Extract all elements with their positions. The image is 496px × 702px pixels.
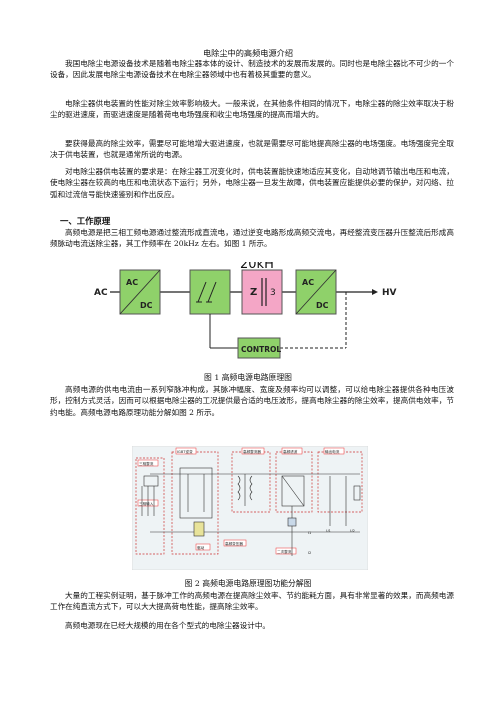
label-igbt-inverter: IGBT逆变 (177, 449, 193, 454)
block1-ac-label: AC (126, 278, 138, 287)
paragraph-7: 大量的工程实例证明，基于脉冲工作的高频电源在提高除尘效率、节约能耗方面，具有非常… (50, 591, 454, 612)
block4-dc-label: DC (316, 301, 329, 310)
label-u2: U2 (350, 529, 355, 533)
paragraph-1: 我国电除尘电源设备技术是随着电除尘器本体的设计、制造技术的发展而发展的。同时也是… (50, 59, 454, 80)
label-output-current: 输出电流 (325, 449, 340, 454)
label-i2: I2 (308, 551, 311, 555)
paragraph-2: 电除尘器供电装置的性能对除尘效率影响极大。一般来说，在其他条件相同的情况下，电除… (50, 99, 454, 120)
figure-2-caption: 图 2 高频电源电路原理图功能分解图 (184, 579, 312, 588)
paragraph-5: 高频电源是把三相工频电源通过整流形成直流电，通过逆变电路形成高频交流电，再经整流… (50, 228, 454, 249)
label-three-phase-input: 三相输入 (139, 501, 154, 506)
label-hf-filter: 高频滤波 (283, 449, 298, 454)
control-label: CONTROL (241, 345, 281, 354)
output-arrow (372, 289, 378, 295)
frequency-label: 20kH (240, 262, 274, 272)
paragraph-4: 对电除尘器供电装置的要求是：在除尘器工况变化时，供电装置能快速地适应其变化，自动… (50, 167, 454, 199)
paragraph-8: 高频电源现在已经大规模的用在各个型式的电除尘器设计中。 (65, 621, 271, 630)
label-three-phase-rectifier: 三相整流 (139, 461, 154, 466)
control-block: CONTROL (237, 337, 281, 359)
circuit-wiring (141, 467, 361, 556)
figure-1-caption: 图 1 高频电源电路原理图 (204, 373, 292, 382)
ac-input-label: AC (94, 288, 108, 298)
label-u1: U1 (326, 529, 331, 533)
paragraph-3: 要获得最高的除尘效率，需要尽可能地增大驱进速度，也就是需要尽可能地提高除尘器的电… (50, 139, 454, 160)
inverter-switch-block (189, 269, 231, 315)
label-hf-transformer: 高频变压器 (225, 541, 243, 546)
svg-text:Z: Z (250, 287, 257, 298)
figure-2-functional-decomposition: 三相整流 IGBT逆变 高频整流器 高频滤波 输出电流 三相输入 高频变压器 驱… (132, 446, 368, 570)
label-i1: I1 (308, 531, 311, 535)
document-title: 电除尘中的高频电源介绍 (202, 48, 294, 58)
figure-1-circuit-diagram: AC HV AC DC Z 3 20kH (94, 262, 397, 359)
hf-transformer-block: Z 3 (241, 269, 283, 315)
hv-output-label: HV (382, 288, 397, 298)
section-heading-working-principle: 一、工作原理 (60, 216, 111, 226)
ac-dc-rectifier-block: AC DC (119, 269, 161, 315)
block4-ac-label: AC (302, 278, 314, 287)
ac-dc-output-rectifier-block: AC DC (295, 269, 337, 315)
label-hf-rectifier: 高频整流器 (243, 449, 261, 454)
paragraph-6: 高频电源的供电电流由一系列窄脉冲构成，其脉冲幅度、宽度及频率均可以调整，可以给电… (50, 385, 454, 417)
block1-dc-label: DC (140, 301, 153, 310)
svg-text:3: 3 (270, 288, 276, 298)
label-secondary-rectifier: 二次整流 (277, 549, 292, 554)
rectifier-region (135, 457, 165, 555)
label-drive: 驱动 (197, 545, 205, 550)
